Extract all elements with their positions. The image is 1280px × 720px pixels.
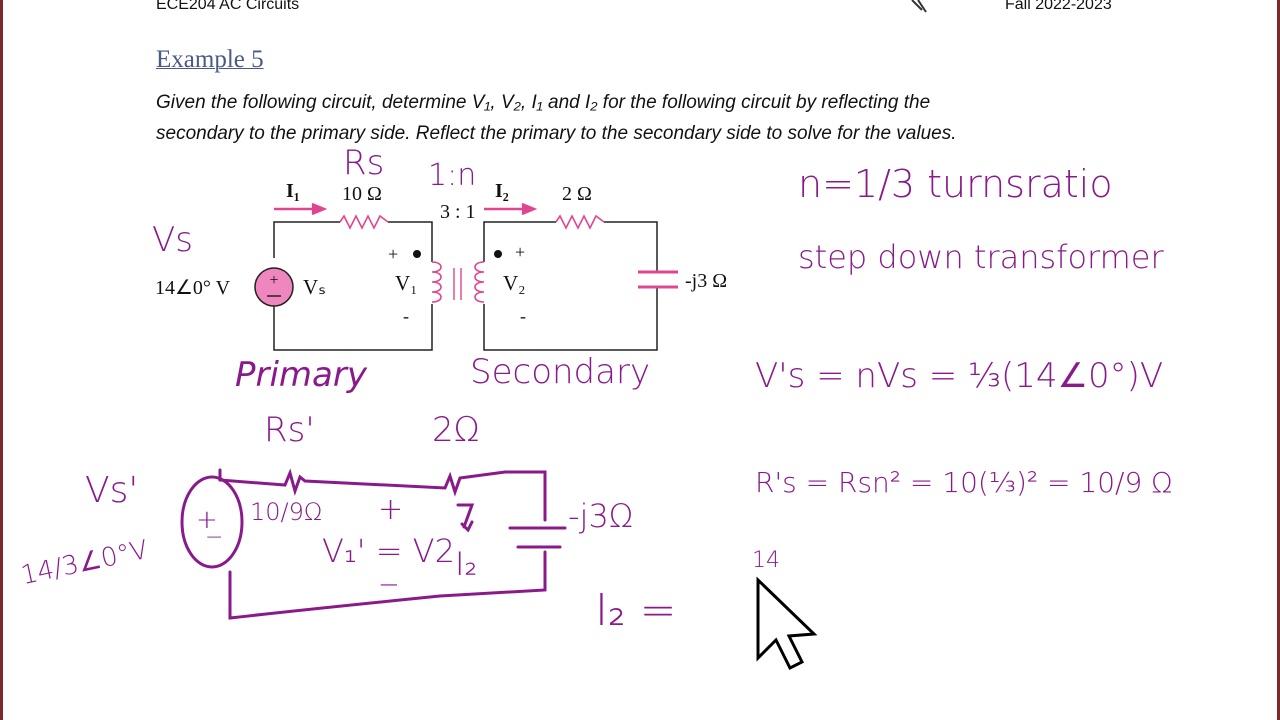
header-term: Fall 2022-2023 (1005, 0, 1112, 13)
v1-plus: + (388, 244, 398, 264)
label-i1: I₁ (286, 180, 300, 202)
hw-cap: -j3Ω (568, 497, 634, 535)
v2-plus: + (515, 242, 525, 262)
i1-arrow (274, 202, 328, 216)
hw-rs-value: 10/9Ω (250, 498, 323, 526)
label-source: 14∠0° V (155, 277, 231, 299)
label-v2: V₂ (503, 271, 526, 295)
header-course: ECE204 AC Circuits (156, 0, 300, 13)
hw-vs: Vs (152, 220, 193, 260)
hw-v1-minus: − (378, 570, 400, 600)
hw-primary: Primary (235, 355, 367, 395)
hw-i2: I₂ (455, 545, 478, 583)
v1-minus: - (403, 306, 409, 326)
hw-v1-plus: + (378, 492, 404, 527)
label-v1: V₁ (395, 271, 418, 295)
hw-source-minus: − (205, 525, 224, 550)
secondary-loop (483, 221, 658, 351)
hw-i2-equation: I₂ = (595, 585, 677, 636)
label-vs: Vₛ (303, 275, 326, 299)
voltage-source (254, 267, 294, 307)
hw-secondary: Secondary (470, 352, 651, 392)
page-title: Example 5 (156, 46, 264, 73)
hw-vs-prime: Vs' (85, 470, 139, 511)
polarity-dot (494, 250, 502, 258)
hw-turns-ratio: n=1/3 turnsratio (798, 162, 1113, 206)
polarity-dot (413, 250, 421, 258)
source-plus: + (269, 272, 278, 289)
hw-rs-prime: Rs' (264, 410, 315, 450)
hw-v1-equals-v2: V₁' = V2 (322, 532, 455, 570)
hw-rs-equation: R's = Rsn² = 10(⅓)² = 10/9 Ω (755, 466, 1173, 499)
label-ratio: 3 : 1 (440, 201, 476, 223)
label-r1: 10 Ω (342, 183, 382, 205)
label-i2: I₂ (495, 180, 509, 202)
label-r2: 2 Ω (562, 183, 592, 205)
label-cap: -j3 Ω (685, 270, 727, 292)
hw-source-plus: + (196, 505, 218, 535)
secondary-coil (474, 261, 485, 303)
right-border (1277, 0, 1280, 720)
left-border (0, 0, 3, 720)
problem-line-1: Given the following circuit, determine V… (156, 92, 931, 113)
hw-rs: Rs (343, 143, 385, 183)
resistor-10 (339, 214, 389, 230)
hw-vs-equation: V's = nVs = ⅓(14∠0°)V (755, 356, 1164, 396)
v2-minus: - (520, 306, 526, 326)
primary-loop (273, 221, 433, 351)
problem-line-2: secondary to the primary side. Reflect t… (156, 123, 957, 144)
hw-partial: 14 (752, 548, 780, 573)
hw-2-ohm: 2Ω (432, 410, 480, 450)
reflected-circuit (180, 468, 567, 620)
i2-arrow (484, 202, 538, 216)
resistor-2 (555, 214, 605, 230)
hw-ratio: 1:n (428, 158, 477, 193)
primary-coil (431, 261, 442, 303)
hw-step-down: step down transformer (798, 238, 1164, 276)
